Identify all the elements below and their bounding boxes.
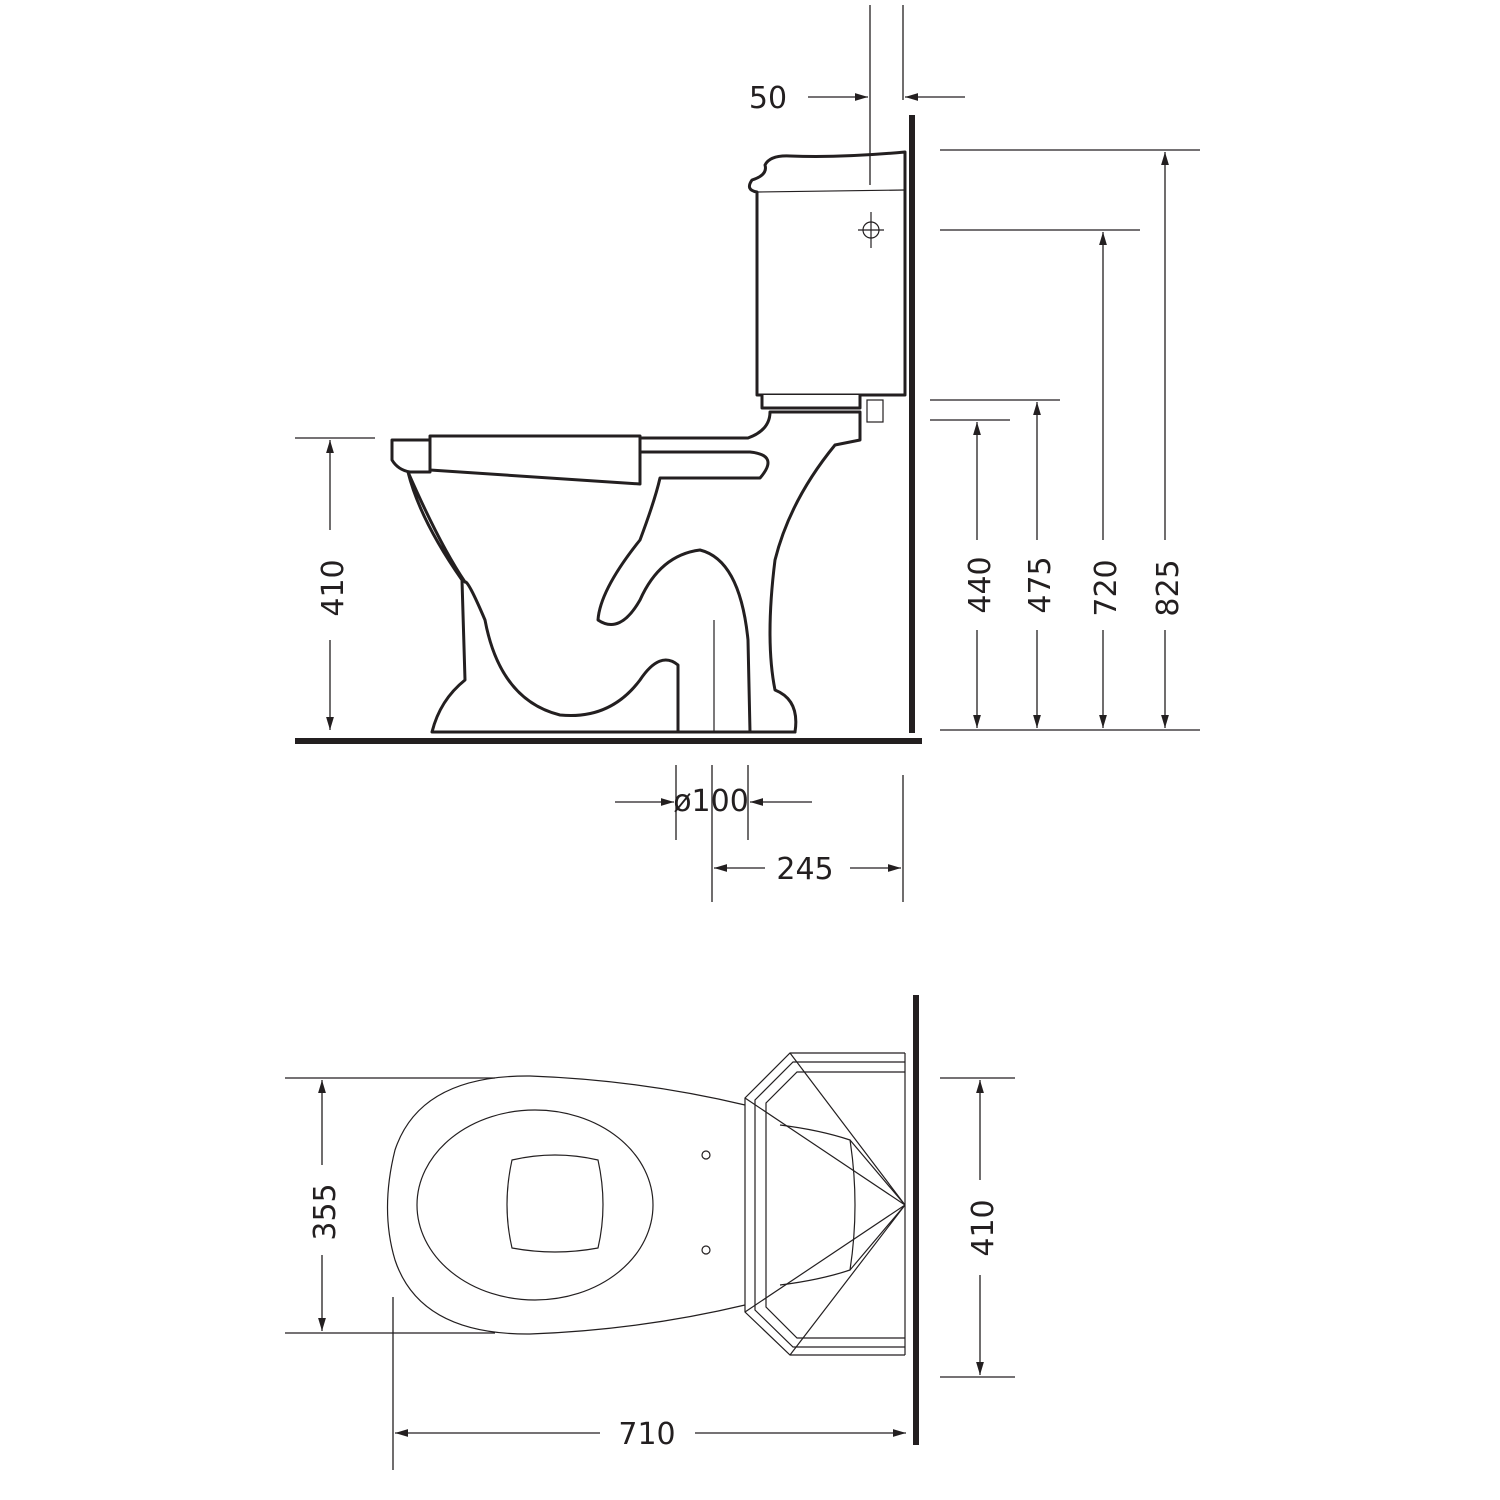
top-view: 355 410 710: [285, 995, 1015, 1470]
cistern: [747, 150, 907, 423]
seat-fixing-hole: [701, 1245, 711, 1255]
dim-label-diameter-100: ø100: [673, 784, 749, 819]
bowl: [390, 410, 862, 734]
dim-label-245: 245: [776, 852, 833, 887]
dim-label-440: 440: [963, 556, 998, 613]
seat-fixing-hole: [701, 1150, 711, 1160]
dim-total-depth: 710: [392, 1297, 906, 1470]
dim-label-825: 825: [1151, 559, 1186, 616]
dim-label-710: 710: [618, 1417, 675, 1452]
dim-bowl-width: 355: [285, 1077, 495, 1334]
dim-outlet: ø100 245: [615, 765, 904, 902]
dim-heights-right: 440 475 720 825: [930, 149, 1200, 731]
dim-tank-width: 410: [940, 1077, 1015, 1378]
cistern-top: [744, 1052, 906, 1356]
dim-label-720: 720: [1089, 559, 1124, 616]
dim-label-50: 50: [749, 81, 787, 116]
inlet-valve: [866, 399, 884, 423]
dim-label-355: 355: [308, 1183, 343, 1240]
dim-label-410-side: 410: [316, 559, 351, 616]
bowl-top: [386, 1075, 746, 1335]
dim-seat-height: 410: [295, 437, 375, 730]
dim-label-410-top: 410: [966, 1199, 1001, 1256]
side-view: 50 410 440 475 720 825: [295, 5, 1200, 902]
dim-tank-offset: 50: [749, 5, 965, 185]
dim-label-475: 475: [1023, 556, 1058, 613]
